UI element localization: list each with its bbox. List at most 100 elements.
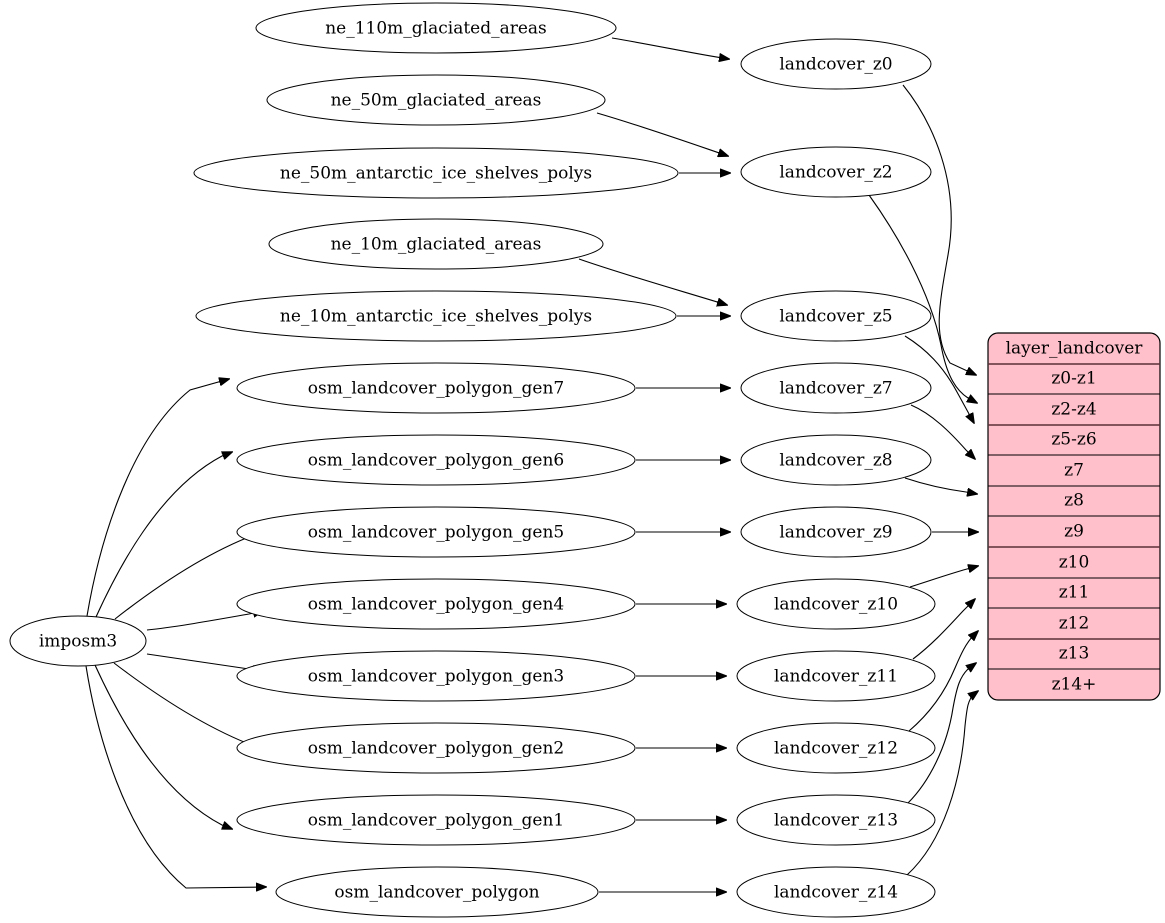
node-ne-10m-glaciated-areas-label: ne_10m_glaciated_areas [331, 235, 542, 255]
node-osm-landcover-polygon-gen6-label: osm_landcover_polygon_gen6 [308, 451, 564, 471]
table-row-z9[interactable]: z9 [1064, 522, 1084, 542]
edge-ne50mglac-to-z2 [596, 112, 728, 156]
node-ne-50m-antarctic-ice-shelves-polys-label: ne_50m_antarctic_ice_shelves_polys [280, 164, 592, 184]
edge-z11-to-row-z11 [912, 599, 975, 660]
node-landcover-z12-shape[interactable] [736, 722, 936, 774]
edge-imposm3-to-polygon [85, 665, 266, 888]
table-row-z10[interactable]: z10 [1059, 553, 1090, 573]
node-landcover-z12[interactable]: landcover_z12 [736, 722, 936, 774]
node-landcover-z2-shape[interactable] [740, 146, 932, 198]
node-landcover-z10-label: landcover_z10 [774, 595, 898, 615]
node-osm-landcover-polygon-gen5[interactable]: osm_landcover_polygon_gen5 [236, 506, 636, 558]
node-landcover-z5-shape[interactable] [740, 290, 932, 342]
node-ne-110m-glaciated-areas-label: ne_110m_glaciated_areas [325, 19, 547, 39]
table-row-z7[interactable]: z7 [1064, 461, 1084, 481]
node-imposm3-label: imposm3 [39, 632, 117, 652]
node-landcover-z11[interactable]: landcover_z11 [736, 650, 936, 702]
node-osm-landcover-polygon-gen6[interactable]: osm_landcover_polygon_gen6 [236, 434, 636, 486]
table-row-z11[interactable]: z11 [1059, 583, 1090, 603]
node-landcover-z0-shape[interactable] [740, 38, 932, 90]
node-landcover-z11-shape[interactable] [736, 650, 936, 702]
node-landcover-z14-label: landcover_z14 [774, 883, 898, 903]
node-ne-10m-antarctic-ice-shelves-polys-shape[interactable] [195, 290, 677, 342]
node-ne-110m-glaciated-areas-shape[interactable] [255, 2, 617, 54]
node-landcover-z13[interactable]: landcover_z13 [736, 794, 936, 846]
edge-group-layers-to-table [868, 84, 978, 876]
node-landcover-z2[interactable]: landcover_z2 [740, 146, 932, 198]
node-osm-landcover-polygon-gen5-shape[interactable] [236, 506, 636, 558]
node-landcover-z13-shape[interactable] [736, 794, 936, 846]
node-landcover-z14[interactable]: landcover_z14 [736, 866, 936, 918]
node-landcover-z14-shape[interactable] [736, 866, 936, 918]
node-group-layers: landcover_z0 landcover_z2 landcover_z5 l… [736, 38, 936, 918]
node-landcover-z0[interactable]: landcover_z0 [740, 38, 932, 90]
node-osm-landcover-polygon-gen3-label: osm_landcover_polygon_gen3 [308, 667, 564, 687]
node-landcover-z10-shape[interactable] [736, 578, 936, 630]
node-landcover-z8[interactable]: landcover_z8 [740, 434, 932, 486]
edge-imposm3-to-gen1 [94, 664, 232, 829]
node-osm-landcover-polygon-gen2-shape[interactable] [236, 722, 636, 774]
node-osm-landcover-polygon-gen4[interactable]: osm_landcover_polygon_gen4 [236, 578, 636, 630]
node-ne-50m-antarctic-ice-shelves-polys-shape[interactable] [193, 147, 679, 199]
edge-group-imposm3 [85, 379, 266, 888]
node-landcover-z7[interactable]: landcover_z7 [740, 362, 932, 414]
table-row-z13[interactable]: z13 [1059, 644, 1090, 664]
node-ne-10m-glaciated-areas-shape[interactable] [268, 218, 604, 270]
node-osm-landcover-polygon-gen3[interactable]: osm_landcover_polygon_gen3 [236, 650, 636, 702]
node-ne-110m-glaciated-areas[interactable]: ne_110m_glaciated_areas [255, 2, 617, 54]
edge-z12-to-row-z12 [908, 631, 978, 732]
node-osm-landcover-polygon-gen7-label: osm_landcover_polygon_gen7 [308, 379, 564, 399]
node-landcover-z2-label: landcover_z2 [779, 163, 892, 183]
node-imposm3[interactable]: imposm3 [9, 615, 147, 667]
edge-group-inputs-to-layers [578, 37, 730, 892]
node-ne-50m-glaciated-areas-label: ne_50m_glaciated_areas [331, 91, 542, 111]
table-row-z14plus[interactable]: z14+ [1052, 675, 1097, 695]
node-landcover-z10[interactable]: landcover_z10 [736, 578, 936, 630]
node-landcover-z7-label: landcover_z7 [779, 379, 892, 399]
node-ne-50m-antarctic-ice-shelves-polys[interactable]: ne_50m_antarctic_ice_shelves_polys [193, 147, 679, 199]
node-osm-landcover-polygon-gen1-shape[interactable] [236, 794, 636, 846]
node-ne-10m-antarctic-ice-shelves-polys[interactable]: ne_10m_antarctic_ice_shelves_polys [195, 290, 677, 342]
node-landcover-z5-label: landcover_z5 [779, 307, 892, 327]
node-osm-landcover-polygon-shape[interactable] [275, 866, 599, 918]
table-row-z12[interactable]: z12 [1059, 614, 1090, 634]
table-row-z8[interactable]: z8 [1064, 491, 1084, 511]
node-osm-landcover-polygon-gen2-label: osm_landcover_polygon_gen2 [308, 739, 564, 759]
table-row-z0-z1[interactable]: z0-z1 [1051, 369, 1096, 389]
node-osm-landcover-polygon-gen7-shape[interactable] [236, 362, 636, 414]
node-landcover-z9-label: landcover_z9 [779, 523, 892, 543]
node-imposm3-shape[interactable] [9, 615, 147, 667]
edge-z14-to-row-z14plus [906, 691, 978, 876]
node-landcover-z8-shape[interactable] [740, 434, 932, 486]
edge-z0-to-row-z0z1 [902, 84, 976, 375]
node-osm-landcover-polygon-gen5-label: osm_landcover_polygon_gen5 [308, 523, 564, 543]
node-osm-landcover-polygon-gen3-shape[interactable] [236, 650, 636, 702]
node-landcover-z5[interactable]: landcover_z5 [740, 290, 932, 342]
node-osm-landcover-polygon-gen1[interactable]: osm_landcover_polygon_gen1 [236, 794, 636, 846]
edge-z7-to-row-z7 [910, 404, 975, 459]
edge-imposm3-to-gen7 [86, 379, 229, 617]
node-osm-landcover-polygon-gen6-shape[interactable] [236, 434, 636, 486]
node-ne-50m-glaciated-areas[interactable]: ne_50m_glaciated_areas [266, 74, 606, 126]
node-osm-landcover-polygon-gen2[interactable]: osm_landcover_polygon_gen2 [236, 722, 636, 774]
node-osm-landcover-polygon[interactable]: osm_landcover_polygon [275, 866, 599, 918]
node-landcover-z9[interactable]: landcover_z9 [740, 506, 932, 558]
node-ne-50m-glaciated-areas-shape[interactable] [266, 74, 606, 126]
node-landcover-z13-label: landcover_z13 [774, 811, 898, 831]
node-landcover-z9-shape[interactable] [740, 506, 932, 558]
node-osm-landcover-polygon-gen7[interactable]: osm_landcover_polygon_gen7 [236, 362, 636, 414]
table-row-z5-z6[interactable]: z5-z6 [1051, 430, 1096, 450]
node-landcover-z12-label: landcover_z12 [774, 739, 898, 759]
table-row-z2-z4[interactable]: z2-z4 [1051, 400, 1096, 420]
layer-landcover-table[interactable]: layer_landcover z0-z1 z2-z4 z5-z6 z7 z8 … [987, 332, 1161, 701]
edge-ne10mglac-to-z5 [578, 258, 727, 305]
edge-z8-to-row-z8 [904, 477, 977, 494]
node-group-inputs: ne_110m_glaciated_areas ne_50m_glaciated… [193, 2, 679, 918]
node-landcover-z7-shape[interactable] [740, 362, 932, 414]
node-osm-landcover-polygon-gen1-label: osm_landcover_polygon_gen1 [308, 811, 564, 831]
node-osm-landcover-polygon-gen4-shape[interactable] [236, 578, 636, 630]
node-osm-landcover-polygon-gen4-label: osm_landcover_polygon_gen4 [308, 595, 564, 615]
node-ne-10m-glaciated-areas[interactable]: ne_10m_glaciated_areas [268, 218, 604, 270]
node-ne-10m-antarctic-ice-shelves-polys-label: ne_10m_antarctic_ice_shelves_polys [280, 307, 592, 327]
